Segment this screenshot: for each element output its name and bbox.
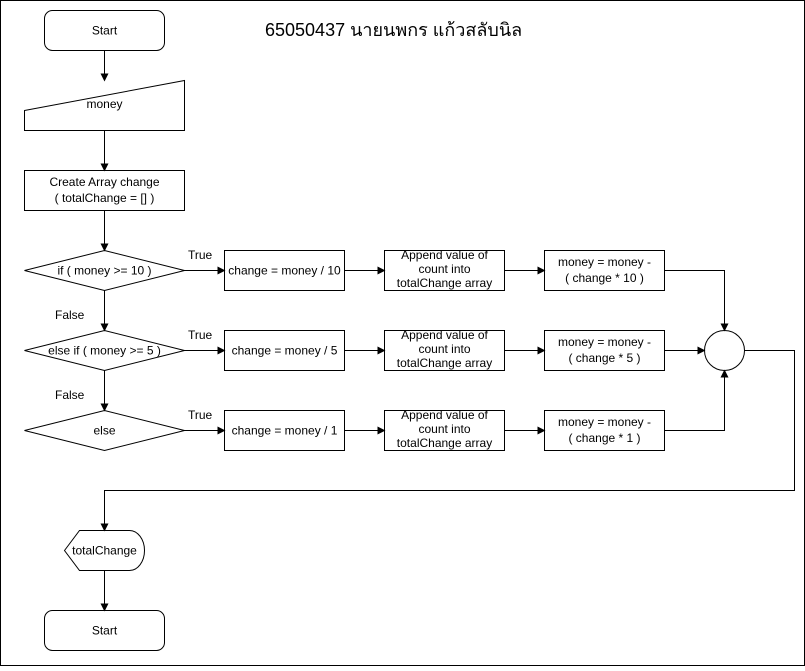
svg-text:change = money / 5: change = money / 5 — [232, 344, 338, 358]
calc-change-10-node[interactable]: change = money / 10 — [224, 250, 345, 291]
edge-merge-to-output — [100, 350, 795, 532]
svg-text:totalChange array: totalChange array — [397, 436, 492, 450]
svg-text:money = money -: money = money - — [558, 255, 651, 269]
end-node[interactable]: Start — [44, 610, 165, 651]
svg-text:Start: Start — [92, 624, 118, 638]
create-array-node[interactable]: Create Array change ( totalChange = [] ) — [24, 170, 185, 211]
edge-label-true-1: True — [188, 248, 213, 262]
start-node[interactable]: Start — [44, 10, 165, 51]
update-money-1-node[interactable]: money = money - ( change * 1 ) — [544, 410, 665, 451]
svg-text:change = money / 1: change = money / 1 — [232, 424, 338, 438]
svg-text:count into: count into — [418, 262, 470, 276]
edge-update1-to-merge — [664, 270, 729, 332]
edge-label-false-2: False — [55, 388, 85, 402]
svg-text:Create Array change: Create Array change — [49, 175, 159, 189]
merge-connector-node[interactable] — [704, 330, 745, 371]
output-total-change-node[interactable]: totalChange — [63, 530, 145, 571]
edge-update3-to-merge — [664, 369, 729, 431]
svg-text:( change * 5 ): ( change * 5 ) — [568, 351, 640, 365]
svg-text:money: money — [86, 97, 122, 111]
svg-text:count into: count into — [418, 422, 470, 436]
svg-text:Append value of: Append value of — [401, 408, 488, 422]
condition-2-node[interactable]: else if ( money >= 5 ) — [24, 329, 185, 372]
condition-1-node[interactable]: if ( money >= 10 ) — [24, 249, 185, 292]
calc-change-1-node[interactable]: change = money / 1 — [224, 410, 345, 451]
append-2-node[interactable]: Append value of count into totalChange a… — [384, 328, 505, 371]
svg-text:money = money -: money = money - — [558, 335, 651, 349]
svg-text:totalChange array: totalChange array — [397, 356, 492, 370]
update-money-10-node[interactable]: money = money - ( change * 10 ) — [544, 250, 665, 291]
svg-text:( change * 1 ): ( change * 1 ) — [568, 431, 640, 445]
append-1-node[interactable]: Append value of count into totalChange a… — [384, 248, 505, 291]
svg-text:Start: Start — [92, 24, 118, 38]
svg-text:totalChange: totalChange — [72, 544, 137, 558]
update-money-5-node[interactable]: money = money - ( change * 5 ) — [544, 330, 665, 371]
edge-label-false-1: False — [55, 308, 85, 322]
svg-text:Append value of: Append value of — [401, 328, 488, 342]
svg-text:money = money -: money = money - — [558, 415, 651, 429]
calc-change-5-node[interactable]: change = money / 5 — [224, 330, 345, 371]
svg-text:change = money / 10: change = money / 10 — [228, 264, 341, 278]
edge-label-true-3: True — [188, 408, 213, 422]
append-3-node[interactable]: Append value of count into totalChange a… — [384, 408, 505, 451]
input-money-node[interactable]: money — [24, 79, 185, 131]
svg-text:if ( money >= 10 ): if ( money >= 10 ) — [57, 264, 151, 278]
svg-text:totalChange array: totalChange array — [397, 276, 492, 290]
edge-label-true-2: True — [188, 328, 213, 342]
svg-text:Append value of: Append value of — [401, 248, 488, 262]
svg-text:else if ( money >= 5 ): else if ( money >= 5 ) — [48, 344, 161, 358]
svg-text:( totalChange = [] ): ( totalChange = [] ) — [55, 191, 155, 205]
condition-3-node[interactable]: else — [24, 409, 185, 452]
svg-text:( change * 10 ): ( change * 10 ) — [565, 271, 644, 285]
svg-text:count into: count into — [418, 342, 470, 356]
diagram-title: 65050437 นายนพกร แก้วสลับนิล — [265, 20, 522, 40]
svg-text:else: else — [93, 424, 115, 438]
